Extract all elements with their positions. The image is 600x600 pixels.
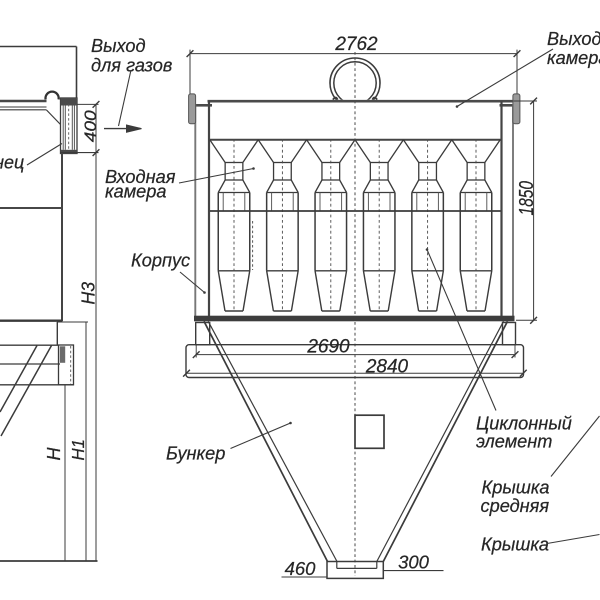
svg-text:Выходная: Выходная [547, 29, 600, 49]
svg-text:Корпус: Корпус [131, 251, 190, 271]
svg-text:2762: 2762 [334, 34, 378, 55]
svg-text:Циклонный: Циклонный [476, 414, 572, 434]
svg-text:300: 300 [398, 552, 430, 573]
svg-text:400: 400 [81, 110, 100, 143]
svg-text:460: 460 [285, 558, 317, 579]
svg-text:2840: 2840 [365, 357, 409, 378]
svg-text:2690: 2690 [306, 337, 350, 358]
svg-text:Входная: Входная [105, 167, 176, 187]
svg-text:элемент: элемент [476, 432, 552, 452]
svg-text:Выход: Выход [91, 36, 146, 56]
svg-text:Крышка: Крышка [482, 478, 550, 498]
svg-text:1850: 1850 [516, 181, 538, 216]
svg-text:камера: камера [105, 182, 167, 202]
svg-text:для газов: для газов [91, 56, 172, 76]
svg-text:средняя: средняя [481, 496, 550, 516]
svg-text:Фланец: Фланец [0, 153, 24, 173]
svg-text:Н1: Н1 [68, 439, 88, 461]
svg-text:Н3: Н3 [78, 282, 98, 305]
svg-text:Н: Н [44, 447, 64, 461]
svg-text:камера: камера [547, 48, 600, 68]
svg-text:Бункер: Бункер [166, 444, 225, 464]
svg-text:Крышка: Крышка [481, 535, 549, 555]
